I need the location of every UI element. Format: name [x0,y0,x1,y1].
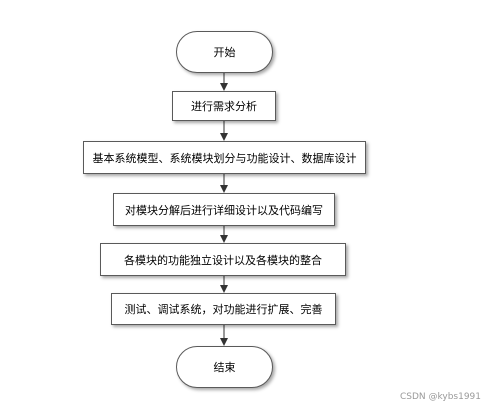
watermark-text: CSDN @kybs1991 [399,392,481,402]
end-terminal: 结束 [176,346,273,388]
step-requirements-analysis: 进行需求分析 [172,91,276,121]
step-module-integration: 各模块的功能独立设计以及各模块的整合 [100,243,346,276]
step-label: 对模块分解后进行详细设计以及代码编写 [125,203,323,217]
step-system-model-design: 基本系统模型、系统模块划分与功能设计、数据库设计 [83,141,366,174]
step-label: 进行需求分析 [191,100,257,113]
step-label: 基本系统模型、系统模块划分与功能设计、数据库设计 [92,151,357,165]
step-label: 各模块的功能独立设计以及各模块的整合 [124,253,322,267]
start-label: 开始 [213,46,236,59]
end-label: 结束 [213,361,236,374]
step-label: 测试、调试系统，对功能进行扩展、完善 [124,303,323,316]
step-detailed-design-coding: 对模块分解后进行详细设计以及代码编写 [113,193,335,226]
start-terminal: 开始 [176,31,273,73]
step-testing-debugging: 测试、调试系统，对功能进行扩展、完善 [111,293,336,325]
